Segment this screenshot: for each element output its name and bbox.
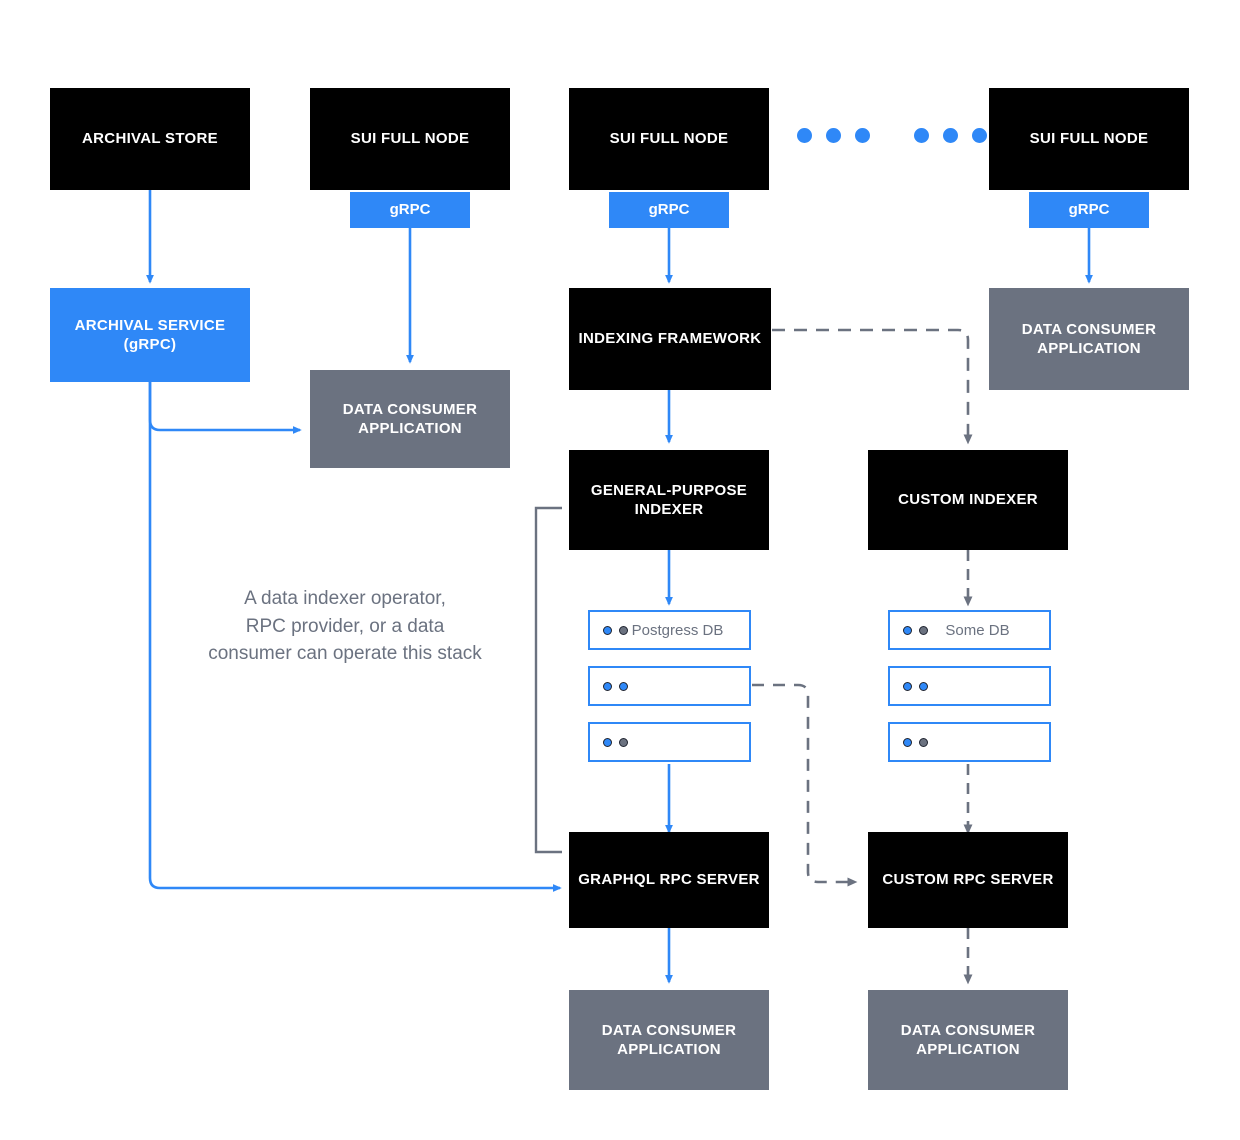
node-custom-rpc-server[interactable]: CUSTOM RPC SERVER [868,832,1068,928]
dashed-indexing-framework-to-custom-indexer [772,328,973,445]
node-archival-service[interactable]: ARCHIVAL SERVICE (gRPC) [50,288,250,382]
node-archival-store[interactable]: ARCHIVAL STORE [50,88,250,190]
node-sui-full-node-left[interactable]: SUI FULL NODE [310,88,510,190]
badge-grpc-mid[interactable]: gRPC [609,192,729,228]
node-data-consumer-application-left[interactable]: DATA CONSUMER APPLICATION [310,370,510,468]
db-dot-blue-icon [903,625,912,635]
node-data-consumer-application-right-top[interactable]: DATA CONSUMER APPLICATION [989,288,1189,390]
ellipsis-dots-group-two [914,128,987,143]
db-box-some-db[interactable]: Some DB [888,610,1051,650]
badge-grpc-right[interactable]: gRPC [1029,192,1149,228]
ellipsis-dot [797,128,812,143]
db-dot-blue-icon [603,737,612,747]
node-sui-full-node-mid[interactable]: SUI FULL NODE [569,88,769,190]
db-dots [603,737,628,747]
node-data-consumer-application-bottom-right[interactable]: DATA CONSUMER APPLICATION [868,990,1068,1090]
db-box-postgress[interactable]: Postgress DB [588,610,751,650]
db-dot-blue-icon [903,737,912,747]
db-box-right-second[interactable] [888,666,1051,706]
node-indexing-framework[interactable]: INDEXING FRAMEWORK [569,288,771,390]
node-graphql-rpc-server[interactable]: GRAPHQL RPC SERVER [569,832,769,928]
db-label: Postgress DB [631,621,724,639]
db-dots [903,625,928,635]
node-general-purpose-indexer[interactable]: GENERAL-PURPOSE INDEXER [569,450,769,550]
node-sui-full-node-right[interactable]: SUI FULL NODE [989,88,1189,190]
node-data-consumer-application-bottom-mid[interactable]: DATA CONSUMER APPLICATION [569,990,769,1090]
db-dot-blue-icon [903,681,912,691]
ellipsis-dot [943,128,958,143]
ellipsis-dot [855,128,870,143]
db-dot-blue-icon [619,681,628,691]
db-box-middle-second[interactable] [588,666,751,706]
db-box-right-third[interactable] [888,722,1051,762]
db-dot-blue-icon [919,681,928,691]
badge-grpc-left[interactable]: gRPC [350,192,470,228]
arrow-archival-service-to-data-consumer [148,382,302,434]
db-dots [903,681,928,691]
node-custom-indexer[interactable]: CUSTOM INDEXER [868,450,1068,550]
db-dot-gray-icon [619,737,628,747]
db-dot-blue-icon [603,625,612,635]
ellipsis-dots-group-one [797,128,870,143]
ellipsis-dot [914,128,929,143]
stack-bracket [534,506,562,854]
db-dot-gray-icon [919,625,928,635]
stack-annotation-note: A data indexer operator, RPC provider, o… [208,588,482,665]
ellipsis-dot [972,128,987,143]
db-box-middle-third[interactable] [588,722,751,762]
ellipsis-dot [826,128,841,143]
db-dots [603,681,628,691]
db-dots [903,737,928,747]
db-dots [603,625,628,635]
db-dot-gray-icon [919,737,928,747]
db-dot-gray-icon [619,625,628,635]
db-dot-blue-icon [603,681,612,691]
db-label: Some DB [945,621,1010,639]
